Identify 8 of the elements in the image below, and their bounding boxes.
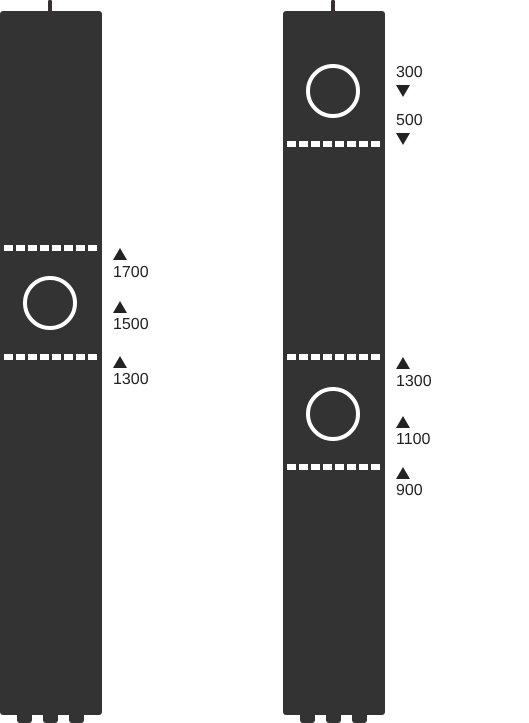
depth-label: 300 <box>396 64 423 82</box>
depth-label: 1700 <box>113 264 149 282</box>
depth-label: 900 <box>396 482 423 500</box>
depth-label: 1100 <box>396 431 430 449</box>
depth-label: 1500 <box>113 316 149 334</box>
depth-label: 1300 <box>113 371 149 389</box>
depth-label: 1300 <box>396 373 432 391</box>
depth-label: 500 <box>396 112 423 130</box>
